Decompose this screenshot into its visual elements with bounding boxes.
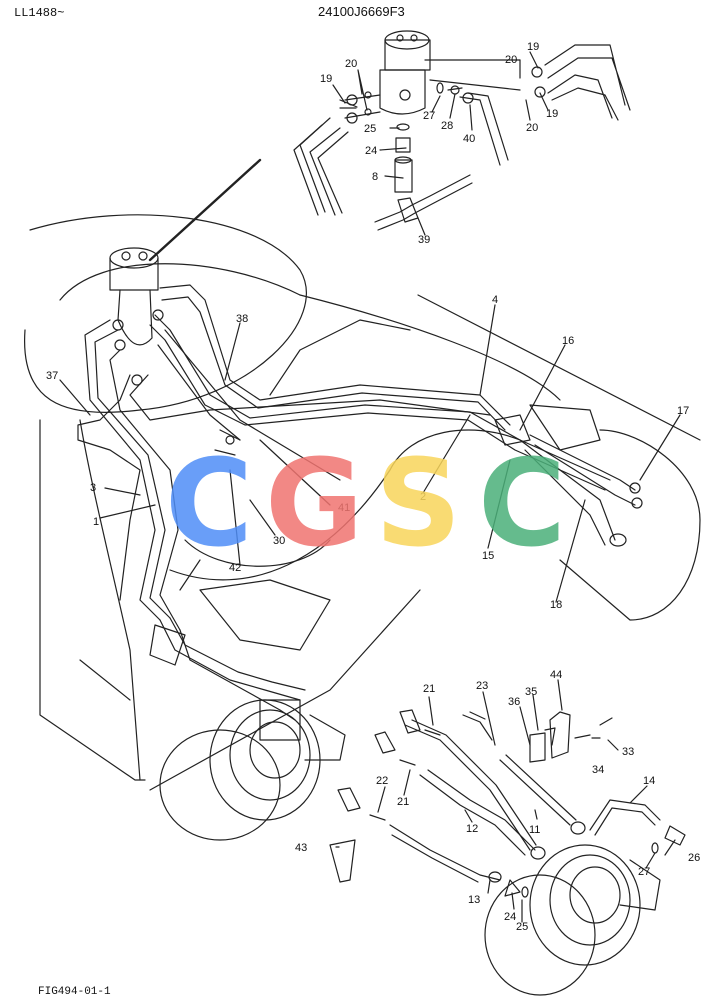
callout-44: 44 xyxy=(550,669,562,681)
callout-40: 40 xyxy=(463,133,475,145)
watermark-letter-c1: C xyxy=(165,435,253,574)
callout-27: 27 xyxy=(423,110,435,122)
callout-4: 4 xyxy=(492,294,498,306)
callout-13: 13 xyxy=(468,894,480,906)
callout-17: 17 xyxy=(677,405,689,417)
watermark-letter-s: S xyxy=(375,435,461,574)
watermark-letter-g: G xyxy=(265,435,364,574)
callout-27: 27 xyxy=(638,866,650,878)
callout-21: 21 xyxy=(397,796,409,808)
callout-19: 19 xyxy=(527,41,539,53)
callout-24: 24 xyxy=(365,145,377,157)
callout-1: 1 xyxy=(93,516,99,528)
callout-26: 26 xyxy=(688,852,700,864)
callout-43: 43 xyxy=(295,842,307,854)
callout-35: 35 xyxy=(525,686,537,698)
callout-42: 42 xyxy=(229,562,241,574)
callout-37: 37 xyxy=(46,370,58,382)
watermark-letter-c2: C xyxy=(478,435,566,574)
callout-34: 34 xyxy=(592,764,604,776)
callout-39: 39 xyxy=(418,234,430,246)
callout-18: 18 xyxy=(550,599,562,611)
callout-19: 19 xyxy=(546,108,558,120)
part-callouts: 19 20 19 20 19 20 25 27 28 40 24 8 39 38… xyxy=(46,41,700,933)
callout-20: 20 xyxy=(505,54,517,66)
series-code: LL1488~ xyxy=(14,6,65,20)
callout-19: 19 xyxy=(320,73,332,85)
callout-12: 12 xyxy=(466,823,478,835)
callout-25: 25 xyxy=(364,123,376,135)
callout-23: 23 xyxy=(476,680,488,692)
travel-motor-left xyxy=(159,699,346,841)
callout-24: 24 xyxy=(504,911,516,923)
swivel-joint-main xyxy=(109,247,164,386)
callout-14: 14 xyxy=(643,775,655,787)
callout-11: 11 xyxy=(529,824,540,836)
callout-22: 22 xyxy=(376,775,388,787)
callout-15: 15 xyxy=(482,550,494,562)
swivel-joint-detail xyxy=(148,30,631,262)
callout-16: 16 xyxy=(562,335,574,347)
callout-2: 2 xyxy=(420,491,426,503)
travel-motor-right xyxy=(484,844,661,996)
lower-hoses xyxy=(59,304,686,923)
callout-38: 38 xyxy=(236,313,248,325)
figure-reference: FIG494-01-1 xyxy=(38,986,111,998)
callout-20: 20 xyxy=(526,122,538,134)
main-pipe-runs xyxy=(77,284,643,741)
callout-20: 20 xyxy=(345,58,357,70)
drawing-number: 24100J6669F3 xyxy=(318,4,405,19)
callout-3: 3 xyxy=(90,482,96,494)
callout-33: 33 xyxy=(622,746,634,758)
cgsc-watermark: C G S C xyxy=(165,435,566,574)
callout-25: 25 xyxy=(516,921,528,933)
callout-36: 36 xyxy=(508,696,520,708)
callout-30: 30 xyxy=(273,535,285,547)
callout-8: 8 xyxy=(372,171,378,183)
callout-21: 21 xyxy=(423,683,435,695)
callout-28: 28 xyxy=(441,120,453,132)
callout-41: 41 xyxy=(338,502,350,514)
